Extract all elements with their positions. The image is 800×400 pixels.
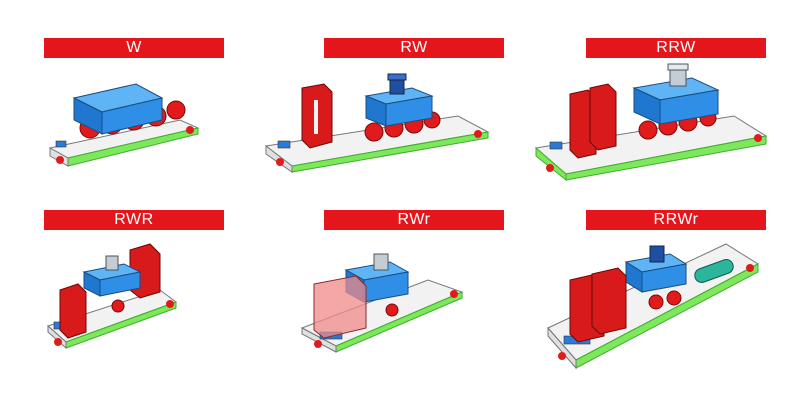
robot-with-walls-and-roller-icon [547,243,760,370]
panel-w: W [30,38,290,228]
panel-rwr-small: RWr [262,210,522,400]
robot-between-walls-icon [47,243,178,350]
robot-with-one-wall-icon [264,73,490,173]
panel-rw: RW [262,38,522,228]
panel-label: W [44,38,224,58]
panel-label: RWr [324,210,504,230]
panel-label: RWR [44,210,224,230]
single-wheel-robot-icon [48,83,200,167]
robot-with-transparent-wall-icon [300,253,464,353]
panel-rrw: RRW [530,38,790,228]
panel-label: RW [324,38,504,58]
robot-with-two-walls-icon [534,63,768,182]
panel-rrwr: RRWr [530,210,790,400]
panel-label: RRWr [586,210,766,230]
panel-label: RRW [586,38,766,58]
panel-rwr: RWR [30,210,290,400]
